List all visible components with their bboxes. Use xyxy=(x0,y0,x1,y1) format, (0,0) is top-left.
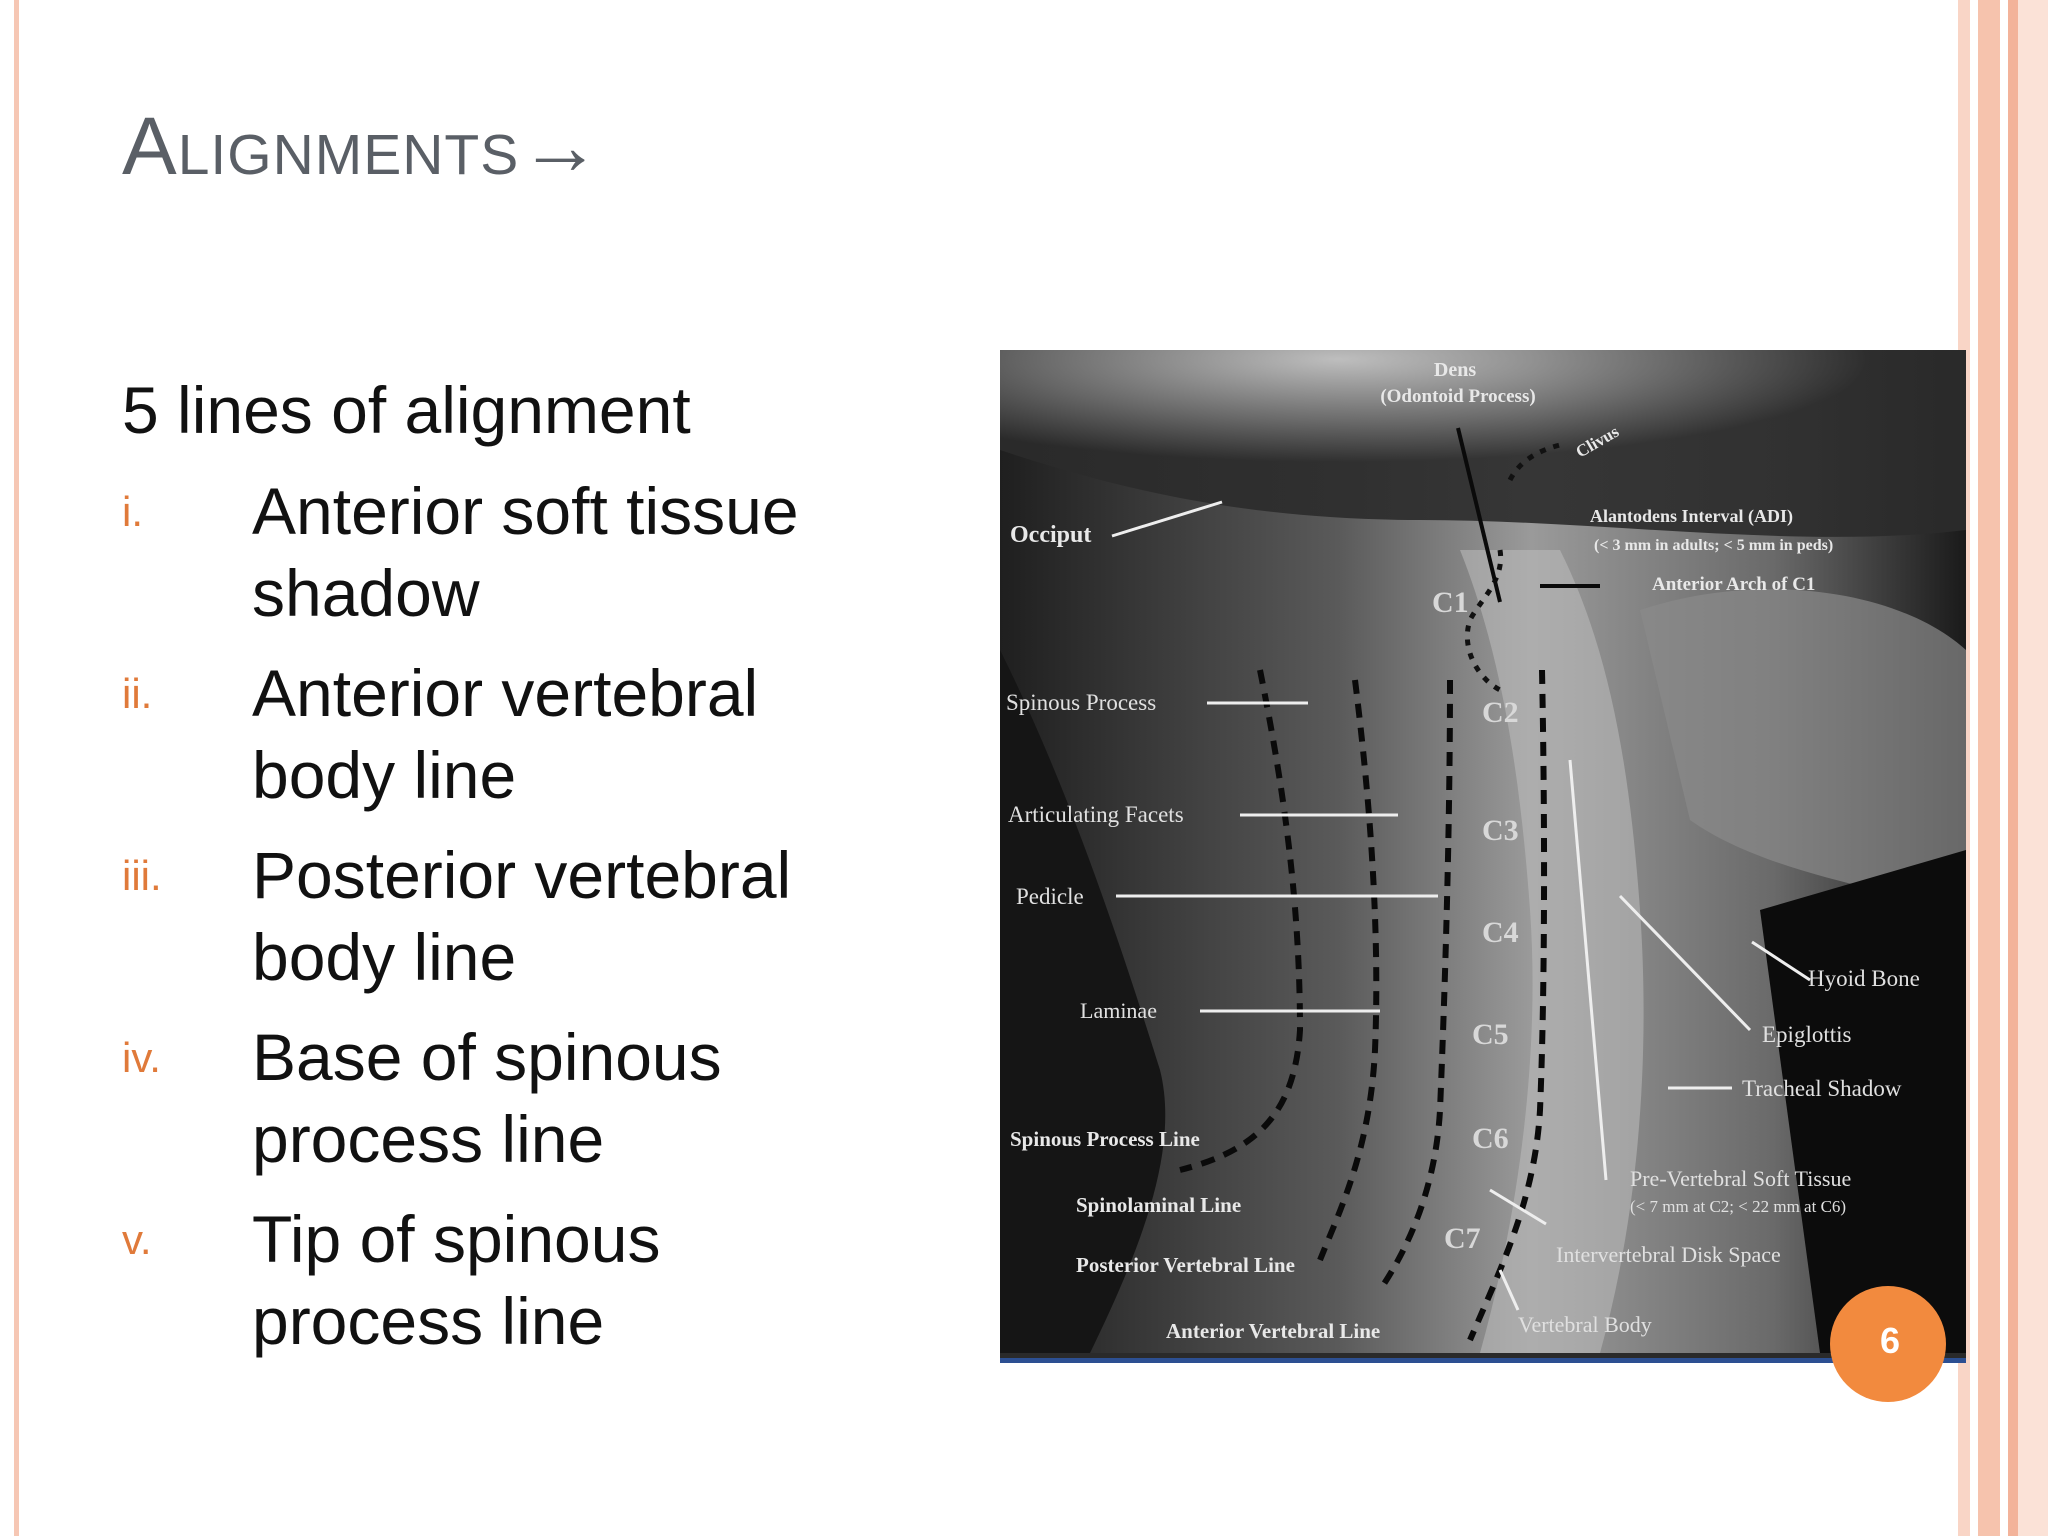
hyoid-leader xyxy=(1751,940,1811,982)
page-number-badge xyxy=(1830,1286,1946,1402)
label-anterior-arch: Anterior Arch of C1 xyxy=(1652,574,1815,595)
intro-text: 5 lines of alignment xyxy=(122,373,691,447)
list-text: Posterior vertebral body line xyxy=(252,838,792,994)
vertebra-label-c4: C4 xyxy=(1482,916,1519,949)
label-spinous-process: Spinous Process xyxy=(1006,690,1156,715)
epiglottis-leader xyxy=(1618,894,1752,1032)
label-tracheal-shadow: Tracheal Shadow xyxy=(1742,1076,1902,1101)
list-number: iii. xyxy=(122,852,162,899)
list-text: Tip of spinous process line xyxy=(252,1202,661,1358)
page-number: 6 xyxy=(1879,1320,1901,1361)
label-epiglottis: Epiglottis xyxy=(1762,1022,1852,1047)
dens-leader xyxy=(1456,427,1502,603)
label-spinous-process-line: Spinous Process Line xyxy=(1010,1127,1200,1151)
list-text: Anterior vertebral body line xyxy=(252,656,759,812)
list-text: Base of spinous process line xyxy=(252,1020,722,1176)
label-posterior-vertebral-line: Posterior Vertebral Line xyxy=(1076,1253,1295,1277)
xray-diagram: Dens (Odontoid Process) Clivus Occiput A… xyxy=(1000,350,1966,1353)
occiput-leader xyxy=(1111,500,1223,538)
prevertebral-leader xyxy=(1568,759,1608,1181)
body-leader xyxy=(1498,1269,1520,1311)
list-number: v. xyxy=(122,1216,152,1263)
vertebra-label-c5: C5 xyxy=(1472,1018,1509,1051)
right-border-stripe xyxy=(2018,0,2048,1536)
label-occiput: Occiput xyxy=(1010,522,1091,548)
label-prevertebral-note: (< 7 mm at C2; < 22 mm at C6) xyxy=(1630,1197,1846,1216)
label-intervertebral: Intervertebral Disk Space xyxy=(1556,1242,1781,1267)
list-item: iv. Base of spinous process line xyxy=(122,1016,882,1178)
vertebra-label-c6: C6 xyxy=(1472,1122,1509,1155)
cervical-spine-xray: Dens (Odontoid Process) Clivus Occiput A… xyxy=(1000,350,1966,1363)
slide-title: Alignments→ xyxy=(122,101,603,192)
label-vertebral-body: Vertebral Body xyxy=(1518,1312,1652,1337)
disk-leader xyxy=(1489,1188,1547,1226)
label-dens: Dens xyxy=(1434,359,1476,381)
label-articulating-facets: Articulating Facets xyxy=(1008,802,1184,827)
label-adi-note: (< 3 mm in adults; < 5 mm in peds) xyxy=(1594,537,1833,554)
list-text: Anterior soft tissue shadow xyxy=(252,474,799,630)
label-laminae: Laminae xyxy=(1080,998,1157,1023)
label-odontoid: (Odontoid Process) xyxy=(1380,386,1535,407)
list-item: ii. Anterior vertebral body line xyxy=(122,652,882,814)
list-item: v. Tip of spinous process line xyxy=(122,1198,882,1360)
vertebra-label-c1: C1 xyxy=(1432,586,1469,619)
list-number: iv. xyxy=(122,1034,161,1081)
label-pedicle: Pedicle xyxy=(1016,884,1084,909)
right-border-stripe xyxy=(2008,0,2018,1536)
list-item: iii. Posterior vertebral body line xyxy=(122,834,882,996)
label-hyoid-bone: Hyoid Bone xyxy=(1808,966,1920,991)
left-border-stripe xyxy=(14,0,19,1536)
right-border-stripe xyxy=(1978,0,2000,1536)
vertebra-label-c7: C7 xyxy=(1444,1222,1481,1255)
vertebra-label-c3: C3 xyxy=(1482,814,1519,847)
label-anterior-vertebral-line: Anterior Vertebral Line xyxy=(1166,1319,1380,1343)
list-number: i. xyxy=(122,488,143,535)
vertebra-label-c2: C2 xyxy=(1482,696,1519,729)
right-border-gap xyxy=(1970,0,1978,1536)
list-number: ii. xyxy=(122,670,153,717)
list-item: i. Anterior soft tissue shadow xyxy=(122,470,882,632)
right-border-gap xyxy=(2000,0,2008,1536)
label-spinolaminal-line: Spinolaminal Line xyxy=(1076,1193,1241,1217)
alignment-list: i. Anterior soft tissue shadow ii. Anter… xyxy=(122,470,882,1380)
label-prevertebral: Pre-Vertebral Soft Tissue xyxy=(1630,1166,1851,1191)
label-adi: Alantodens Interval (ADI) xyxy=(1590,506,1793,527)
